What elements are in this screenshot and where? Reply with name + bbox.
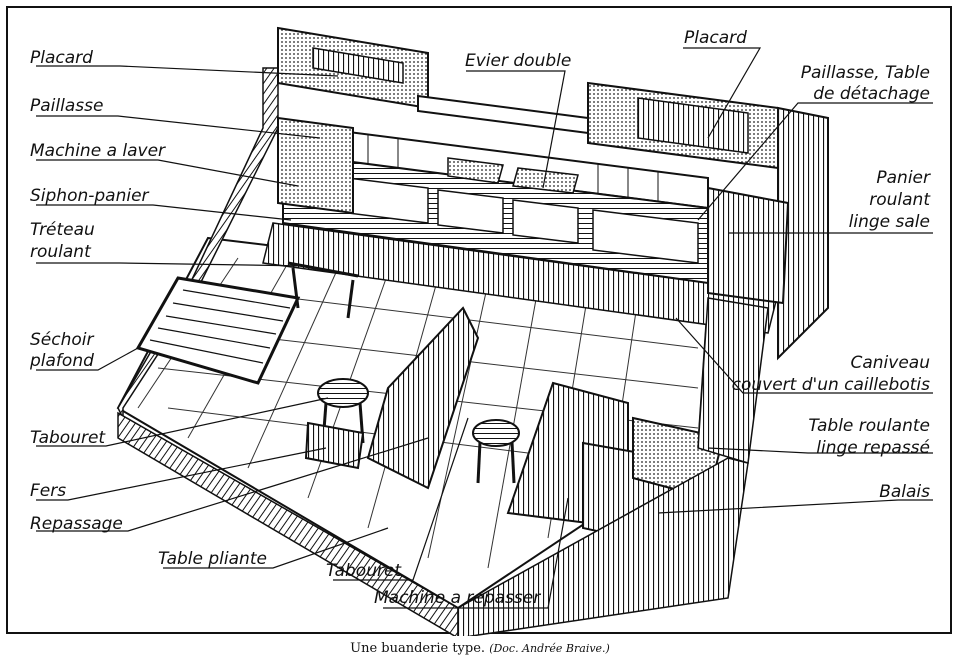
label-siphon-panier: Siphon-panier bbox=[30, 186, 149, 206]
laundry-basket bbox=[707, 186, 790, 305]
label-fers: Fers bbox=[30, 481, 67, 501]
laundry-room-drawing bbox=[36, 26, 933, 636]
stool-center bbox=[472, 419, 520, 484]
label-tabouret-left: Tabouret bbox=[30, 428, 106, 448]
figure-caption: Une buanderie type. (Doc. Andrée Braive.… bbox=[0, 641, 960, 656]
label-panier-1: Panier bbox=[876, 168, 930, 188]
left-wall bbox=[117, 67, 279, 419]
label-sechoir-2: plafond bbox=[30, 351, 94, 371]
front-wall-right bbox=[457, 457, 749, 636]
window-ledge bbox=[417, 94, 589, 135]
rolling-trestle bbox=[287, 261, 359, 319]
irons-box bbox=[304, 421, 365, 470]
label-machine-laver: Machine a laver bbox=[30, 141, 166, 161]
label-balais: Balais bbox=[879, 482, 930, 502]
label-evier-double: Evier double bbox=[465, 51, 572, 71]
ceiling-dryer bbox=[135, 276, 301, 385]
label-treteau-2: roulant bbox=[30, 242, 91, 262]
gutter-grating bbox=[262, 222, 779, 334]
stool-left bbox=[317, 378, 369, 444]
label-tabouret-center: Tabouret bbox=[326, 561, 402, 581]
label-treteau-1: Tréteau bbox=[30, 220, 95, 240]
leader-lines bbox=[36, 47, 933, 609]
label-table-roulante-2: linge repassé bbox=[816, 438, 930, 458]
label-machine-repasser: Machine a repasser bbox=[374, 588, 541, 608]
label-panier-3: linge sale bbox=[848, 212, 930, 232]
caption-title: Une buanderie type. bbox=[350, 641, 486, 656]
placard-left-door bbox=[312, 47, 404, 84]
label-paillasse-right-1: Paillasse, Table bbox=[800, 63, 930, 83]
label-paillasse-left: Paillasse bbox=[30, 96, 104, 116]
label-sechoir-1: Séchoir bbox=[30, 330, 94, 350]
label-caniveau-2: couvert d'un caillebotis bbox=[731, 375, 930, 395]
ironing-board bbox=[366, 306, 480, 490]
label-repassage: Repassage bbox=[30, 514, 123, 534]
label-placard-left: Placard bbox=[30, 48, 93, 68]
right-wall-front bbox=[697, 297, 769, 464]
washing-machine bbox=[277, 116, 354, 215]
placard-right-door bbox=[637, 97, 749, 154]
caption-source: (Doc. Andrée Braive.) bbox=[489, 642, 610, 655]
illustration-frame: Placard Paillasse Machine a laver Siphon… bbox=[6, 6, 952, 636]
label-panier-2: roulant bbox=[869, 190, 930, 210]
label-caniveau-1: Caniveau bbox=[850, 353, 931, 373]
label-placard-right: Placard bbox=[684, 28, 747, 48]
label-table-roulante-1: Table roulante bbox=[808, 416, 930, 436]
label-paillasse-right-2: de détachage bbox=[813, 84, 930, 104]
label-table-pliante: Table pliante bbox=[158, 549, 267, 569]
